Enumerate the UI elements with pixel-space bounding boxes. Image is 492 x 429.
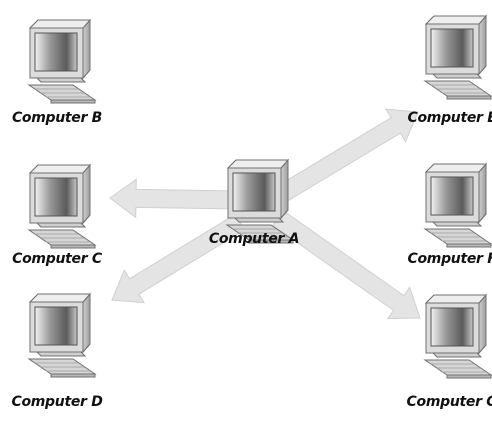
computer-g-label: Computer G	[406, 394, 492, 410]
computer-f-label: Computer F	[407, 251, 492, 267]
computer-g-icon	[424, 294, 492, 379]
arrow-a-to-g	[272, 209, 421, 320]
computer-c-icon	[28, 164, 96, 249]
computer-b-label: Computer B	[11, 110, 103, 126]
computers-layer	[28, 15, 492, 379]
computer-d-icon	[28, 293, 96, 378]
arrow-a-to-d	[111, 213, 246, 304]
computer-e-label: Computer E	[407, 110, 492, 126]
computer-e-icon	[424, 15, 492, 100]
computer-a-label: Computer A	[208, 231, 300, 247]
arrow-a-to-e	[274, 108, 419, 204]
computer-f-icon	[424, 163, 492, 248]
computer-b-icon	[28, 19, 96, 104]
arrows-layer	[109, 108, 421, 320]
arrow-a-to-c	[109, 178, 239, 219]
computer-c-label: Computer C	[12, 251, 102, 267]
computer-d-label: Computer D	[11, 394, 103, 410]
